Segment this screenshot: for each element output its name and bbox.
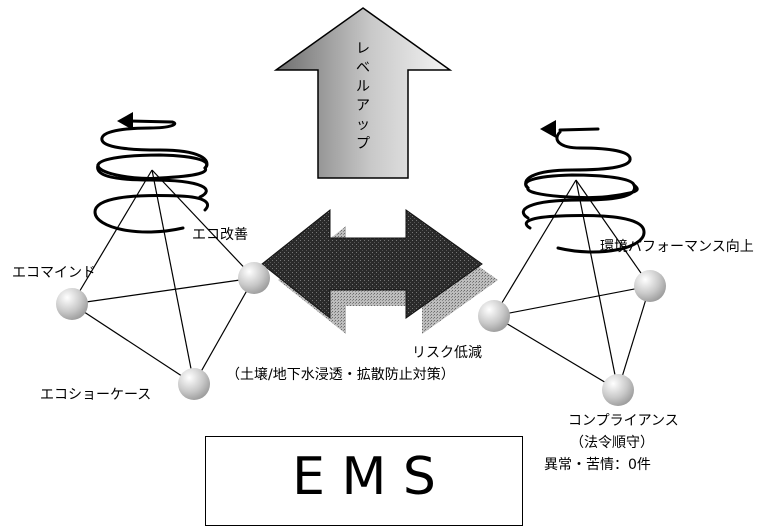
ems-box: E M S [205,436,523,526]
right-spheres [478,270,666,406]
diagram-canvas [56,7,666,406]
performance-improvement-label: 環境パフォーマンス向上 [600,239,754,255]
sphere-eco-improvement [238,262,270,294]
left-spiral [93,112,210,234]
left-tetrahedron [71,169,255,385]
eco-mind-label: エコマインド [12,265,96,281]
sphere-performance [634,270,666,302]
left-spheres [56,262,270,400]
legal-compliance-label: （法令順守） [570,435,654,451]
compliance-label: コンプライアンス [568,413,679,429]
level-up-char: プ [356,136,370,152]
level-up-char: ア [356,98,370,114]
ems-title: E M S [292,447,436,507]
sphere-risk [478,300,510,332]
sphere-compliance [602,374,634,406]
eco-improvement-label: エコ改善 [192,227,248,243]
level-up-arrow [273,7,453,179]
level-up-char: ッ [356,117,370,133]
risk-reduction-label: リスク低減 [412,345,482,361]
incidents-label: 異常・苦情：0件 [544,457,651,473]
sphere-eco-mind [56,288,88,320]
level-up-char: ベ [356,60,370,76]
risk-reduction-detail: （土壌/地下水浸透・拡散防止対策） [226,367,455,383]
level-up-char: ル [356,79,370,95]
risk-reduction-double-arrow [261,208,498,334]
sphere-eco-showcase [178,368,210,400]
level-up-char: レ [356,41,370,57]
right-tetrahedron [493,179,651,391]
level-up-label: レ ベ ル ア ッ プ [352,40,374,154]
eco-showcase-label: エコショーケース [40,387,152,403]
right-spiral [521,120,646,254]
